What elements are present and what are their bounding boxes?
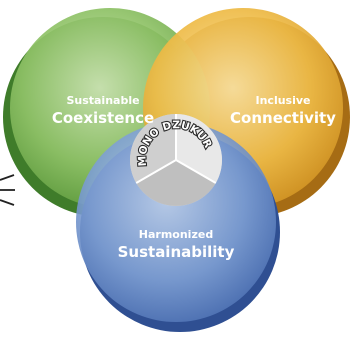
blue-label-line1: Harmonized [139, 228, 213, 241]
hand-drawn-marks [0, 174, 15, 206]
green-label-line2: Coexistence [52, 109, 154, 127]
blue-label-line2: Sustainability [118, 243, 235, 261]
green-label-line1: Sustainable [66, 94, 139, 107]
circle-blue [76, 122, 276, 322]
yellow-label-line2: Connectivity [230, 109, 336, 127]
yellow-label-line1: Inclusive [256, 94, 311, 107]
center-hub [130, 114, 222, 206]
